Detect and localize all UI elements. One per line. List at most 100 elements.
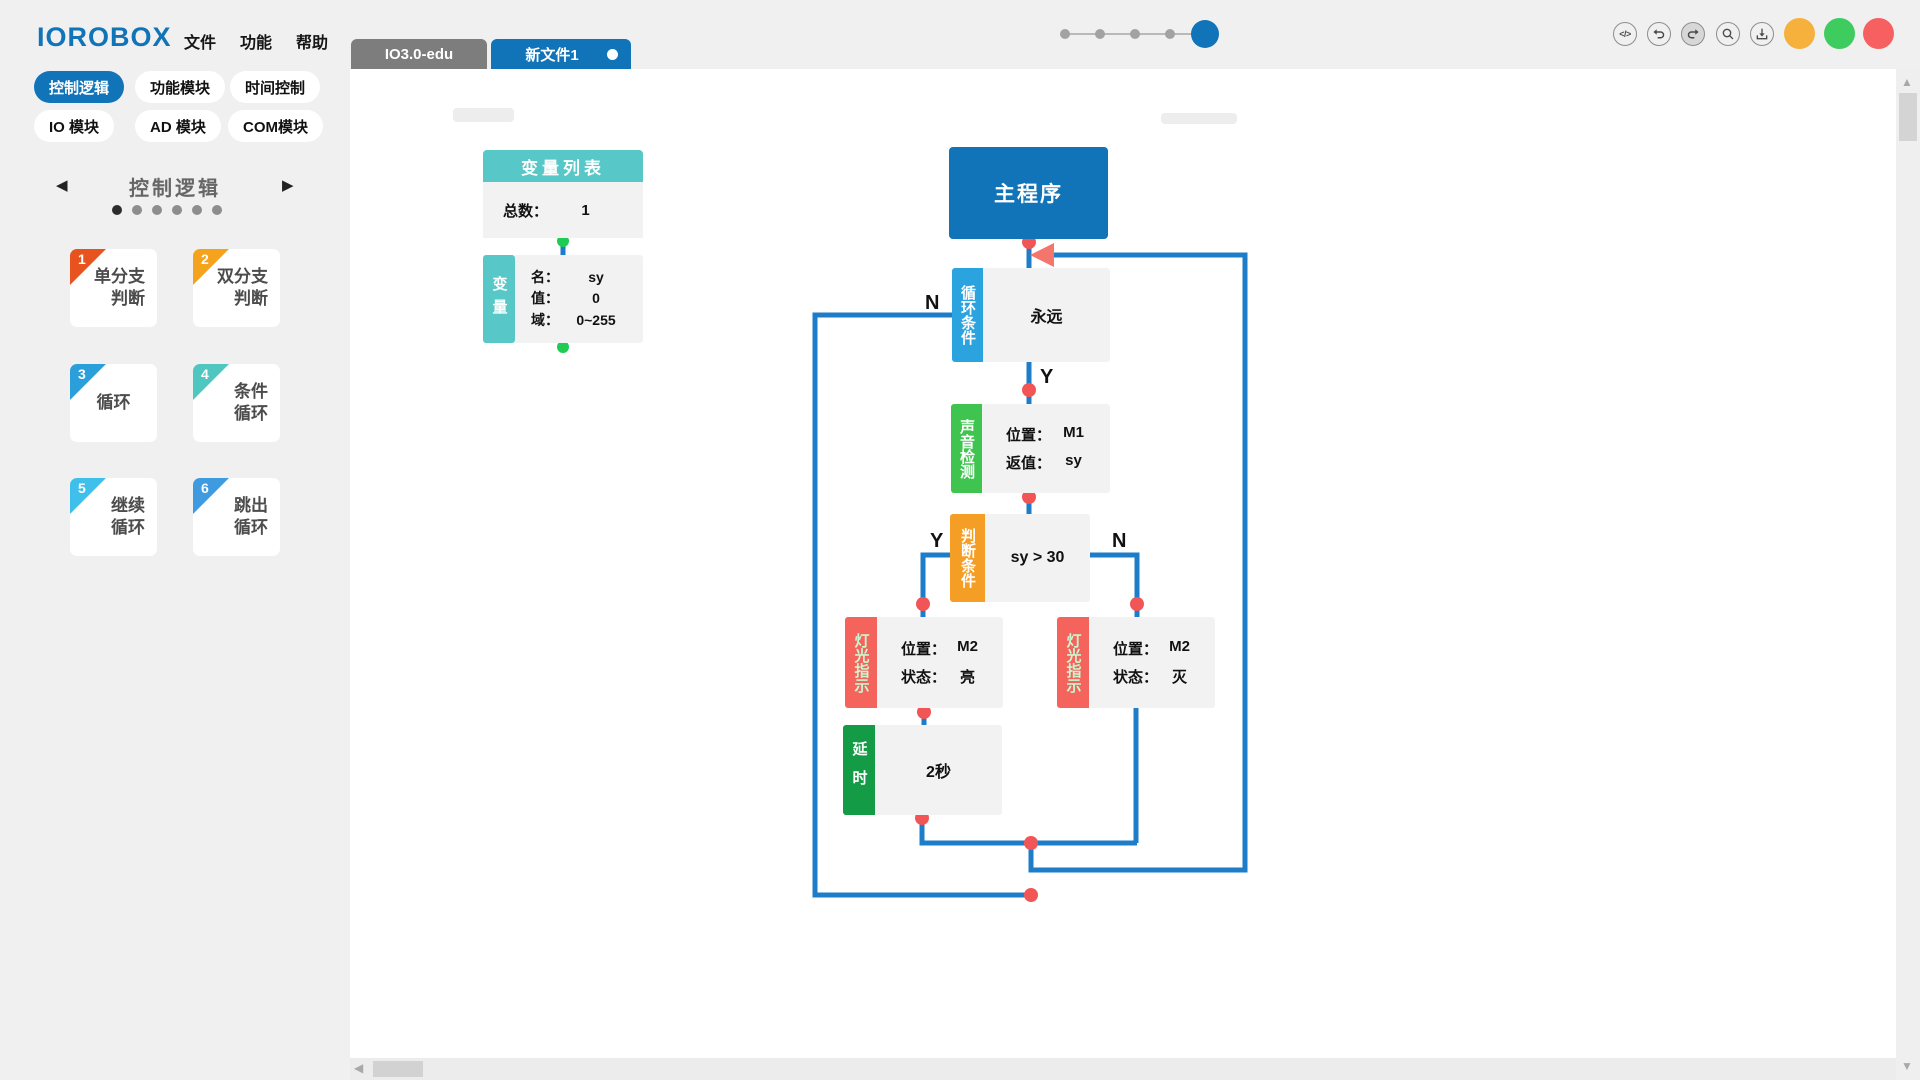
palette-block-break-loop[interactable]: 6 跳出 循环 <box>193 478 280 556</box>
palette-prev-arrow[interactable]: ◀ <box>56 177 68 194</box>
horizontal-scrollbar-thumb[interactable] <box>373 1061 423 1077</box>
category-pill-function-modules[interactable]: 功能模块 <box>135 71 226 103</box>
category-pill-com-module[interactable]: COM模块 <box>228 110 323 142</box>
block-label: 循环 <box>234 404 268 423</box>
document-tab-label: 新文件1 <box>525 46 579 64</box>
save-icon <box>1756 28 1768 40</box>
category-pill-time-control[interactable]: 时间控制 <box>230 71 321 103</box>
position-value: M2 <box>957 638 978 655</box>
redo-button[interactable] <box>1681 22 1705 46</box>
app-logo: IOROBOX <box>37 22 172 52</box>
variable-list-header[interactable]: 变量列表 <box>483 150 643 182</box>
var-range-label: 域： <box>531 311 559 328</box>
category-pill-control-logic[interactable]: 控制逻辑 <box>34 71 125 103</box>
pill-label: COM模块 <box>243 118 308 136</box>
horizontal-scrollbar-track[interactable] <box>350 1058 1896 1080</box>
palette-block-double-branch[interactable]: 2 双分支 判断 <box>193 249 280 327</box>
variable-body: 名：sy 值：0 域：0~255 <box>515 255 643 343</box>
block-number: 1 <box>78 251 86 267</box>
block-label: 判断 <box>111 289 145 308</box>
menu-file[interactable]: 文件 <box>184 35 217 52</box>
palette-page-dot[interactable] <box>172 205 182 215</box>
window-maximize-button[interactable] <box>1824 18 1855 49</box>
vertical-scrollbar-track[interactable] <box>1896 69 1920 1080</box>
var-range-value: 0~255 <box>576 311 616 328</box>
block-label: 条件 <box>234 381 268 401</box>
search-button[interactable] <box>1716 22 1740 46</box>
sound-detect-body: 位置：M1 返值：sy <box>982 404 1110 493</box>
zoom-step-4[interactable] <box>1165 29 1175 39</box>
palette-page-dot[interactable] <box>132 205 142 215</box>
flow-block-light-off[interactable]: 灯光指示 位置：M2 状态：灭 <box>1057 617 1215 708</box>
save-button[interactable] <box>1750 22 1774 46</box>
palette-page-dot[interactable] <box>212 205 222 215</box>
state-value: 灭 <box>1172 669 1188 686</box>
palette-page-dot[interactable] <box>192 205 202 215</box>
flow-block-delay[interactable]: 延时 2秒 <box>843 725 1002 815</box>
window-close-button[interactable] <box>1863 18 1894 49</box>
total-label: 总数： <box>503 202 549 220</box>
judge-condition-tab: 判断条件 <box>950 514 985 602</box>
var-name-value: sy <box>588 268 604 285</box>
menu-help[interactable]: 帮助 <box>296 35 329 52</box>
undo-icon <box>1653 29 1665 39</box>
scroll-left-arrow[interactable]: ◀ <box>354 1061 364 1075</box>
pill-label: 控制逻辑 <box>49 79 110 97</box>
category-pill-io-module[interactable]: IO 模块 <box>34 110 115 142</box>
palette-title: 控制逻辑 <box>129 178 221 200</box>
var-name-label: 名： <box>531 268 559 285</box>
light-indicator-tab: 灯光指示 <box>845 617 877 708</box>
palette-page-dot[interactable] <box>112 205 122 215</box>
scroll-down-arrow[interactable]: ▼ <box>1901 1059 1913 1073</box>
window-minimize-button[interactable] <box>1784 18 1815 49</box>
pill-label: 功能模块 <box>150 79 211 97</box>
loop-n-label: N <box>925 292 940 314</box>
state-label: 状态： <box>1113 669 1159 686</box>
document-tab-new-file[interactable]: 新文件1 <box>491 39 631 69</box>
judge-n-label: N <box>1112 530 1127 552</box>
tab-unsaved-dot[interactable] <box>607 49 618 60</box>
variable-tab: 变量 <box>483 255 515 343</box>
zoom-step-1[interactable] <box>1060 29 1070 39</box>
position-value: M1 <box>1063 424 1084 441</box>
zoom-stepper-track[interactable] <box>1063 33 1193 35</box>
block-label: 单分支 <box>94 266 145 286</box>
document-tab-label: IO3.0-edu <box>384 45 454 63</box>
zoom-step-handle[interactable] <box>1191 20 1219 48</box>
var-value-value: 0 <box>592 290 600 307</box>
light-off-body: 位置：M2 状态：灭 <box>1089 617 1215 708</box>
variable-list-total: 总数： 1 <box>483 182 643 238</box>
zoom-step-3[interactable] <box>1130 29 1140 39</box>
canvas-ghost-mark <box>1161 113 1237 124</box>
palette-block-conditional-loop[interactable]: 4 条件 循环 <box>193 364 280 442</box>
flow-block-main-program[interactable]: 主程序 <box>949 147 1108 239</box>
menu-function[interactable]: 功能 <box>240 35 273 52</box>
palette-block-single-branch[interactable]: 1 单分支 判断 <box>70 249 157 327</box>
flow-block-judge-condition[interactable]: 判断条件 sy > 30 <box>950 514 1090 602</box>
block-number: 5 <box>78 480 86 496</box>
palette-block-continue-loop[interactable]: 5 继续 循环 <box>70 478 157 556</box>
flow-block-loop-condition[interactable]: 循环条件 永远 <box>952 268 1110 362</box>
block-label: 循环 <box>96 392 131 412</box>
variable-block-sy[interactable]: 变量 名：sy 值：0 域：0~255 <box>483 255 643 343</box>
palette-block-loop[interactable]: 3 循环 <box>70 364 157 442</box>
position-value: M2 <box>1169 638 1190 655</box>
palette-next-arrow[interactable]: ▶ <box>282 177 294 194</box>
palette-page-dots <box>112 205 222 215</box>
category-pill-ad-module[interactable]: AD 模块 <box>135 110 221 142</box>
vertical-scrollbar-thumb[interactable] <box>1899 93 1917 141</box>
canvas-ghost-mark <box>453 108 514 122</box>
code-view-button[interactable]: </> <box>1613 22 1637 46</box>
document-tab-io3-edu[interactable]: IO3.0-edu <box>351 39 487 69</box>
judge-condition-expression: sy > 30 <box>985 514 1090 602</box>
loop-condition-value: 永远 <box>983 268 1110 362</box>
flow-block-sound-detect[interactable]: 声音检测 位置：M1 返值：sy <box>951 404 1110 493</box>
code-icon: </> <box>1619 29 1631 39</box>
zoom-step-2[interactable] <box>1095 29 1105 39</box>
light-indicator-tab: 灯光指示 <box>1057 617 1089 708</box>
scroll-up-arrow[interactable]: ▲ <box>1901 75 1913 89</box>
palette-page-dot[interactable] <box>152 205 162 215</box>
undo-button[interactable] <box>1647 22 1671 46</box>
block-label: 判断 <box>234 289 268 308</box>
flow-block-light-on[interactable]: 灯光指示 位置：M2 状态：亮 <box>845 617 1003 708</box>
